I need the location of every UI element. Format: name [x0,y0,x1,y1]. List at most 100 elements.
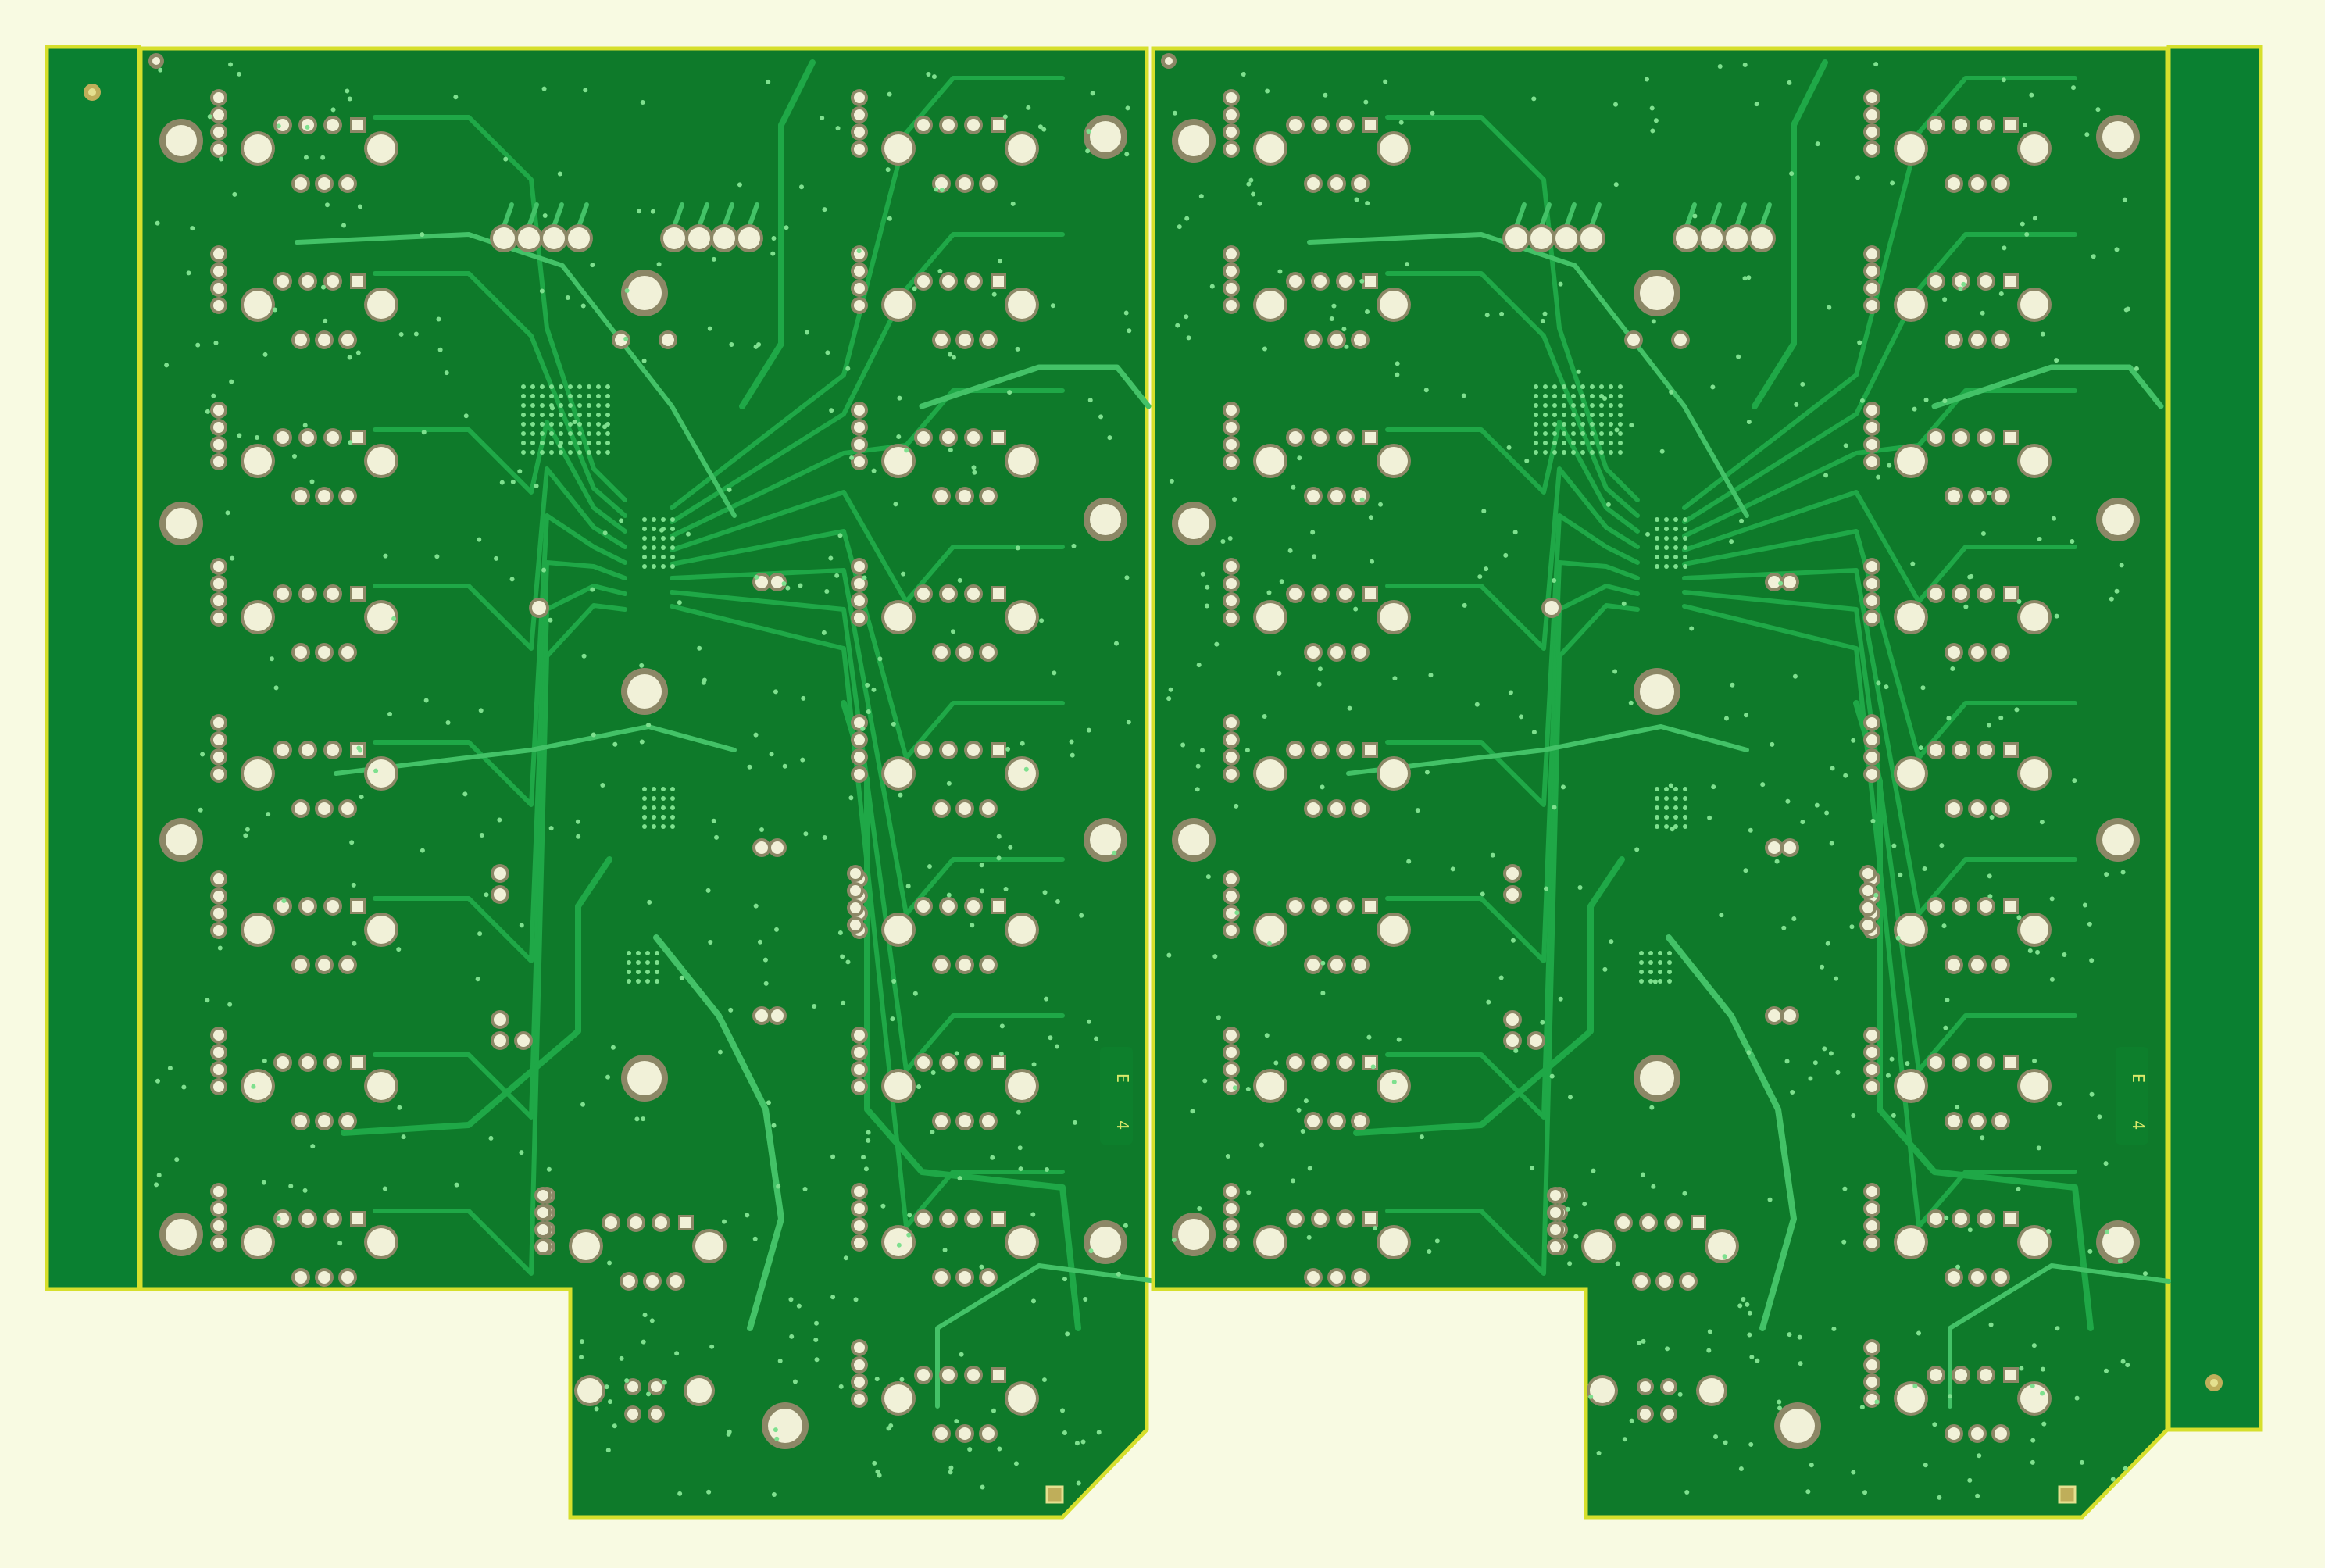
via-icon [521,413,526,417]
via-icon [1738,1466,1744,1472]
header-pin [851,280,868,297]
small-pad [491,1010,509,1029]
via-icon [1717,64,1723,70]
via-icon [652,564,656,569]
via-icon [320,155,326,160]
via-icon [1855,175,1861,180]
via-icon [587,394,591,398]
connector-pin [1311,116,1330,134]
pad-center [213,439,224,450]
pad-center [1980,588,1992,600]
via-icon [575,819,580,824]
via-icon [186,270,191,276]
pad-center [341,646,354,659]
via-icon [1605,502,1611,507]
via-icon [729,342,734,348]
pad-center [1339,119,1352,131]
pad-center [854,1030,865,1041]
tab-pad [1587,1375,1618,1406]
pad-center [277,900,289,913]
pad-center [244,134,272,163]
connector-side-pad [1894,444,1928,478]
connector-module [851,402,1039,505]
via-icon [577,441,582,445]
connector-pin [1977,584,1995,603]
via-icon [727,1429,732,1434]
pad-center [327,900,339,913]
via-icon [1876,474,1881,480]
connector-side-pad [1253,1225,1288,1259]
via-icon [1259,1142,1264,1148]
via-icon [639,739,645,745]
pad-center [1314,1056,1327,1069]
connector-pin [298,584,317,603]
via-icon [1005,746,1011,752]
via-icon [1241,71,1246,77]
via-icon [2040,1366,2045,1372]
via-icon [397,1105,402,1110]
pad-center [1226,144,1237,155]
header-pin [1223,1078,1240,1095]
via-icon [1030,1212,1036,1217]
via-icon [1673,555,1678,559]
pad-center [2005,432,2016,443]
via-icon [907,1213,912,1218]
via-icon [1730,682,1735,688]
via-icon [652,517,656,522]
pad-center [982,1271,995,1284]
small-pad [1503,885,1522,904]
hole-center [2102,121,2134,152]
pad-center [1330,802,1343,815]
connector-pad [1945,799,1963,818]
via-icon [1577,884,1583,890]
via-icon [1814,802,1820,808]
via-icon [702,677,707,683]
via-icon [605,403,610,408]
header-pin [1223,89,1240,106]
via-icon [205,409,210,414]
via-icon [548,617,553,623]
via-icon [838,930,843,935]
via-icon [1331,303,1337,309]
header-pin [1859,899,1877,916]
connector-side-pad [364,913,398,947]
pad-center [884,134,912,163]
connector-side-pad [1253,1069,1288,1103]
pad-center [1365,588,1376,599]
hole-center [166,125,197,156]
small-pad [1765,573,1784,591]
pad-center [1330,334,1343,346]
via-icon [2082,902,2088,908]
via-icon [1020,741,1025,746]
via-icon [1648,951,1653,955]
connector-module [1863,402,2052,505]
connector-side-pad [364,756,398,791]
header-pin [1223,436,1240,453]
pad-center [755,841,768,854]
via-icon [766,1100,771,1105]
connector-module [1863,558,2052,662]
connector-module [851,714,1039,818]
pad-center [662,334,674,346]
connector-side-pad [881,444,916,478]
connector-module [1223,402,1411,505]
via-icon [1071,543,1077,548]
via-icon [351,882,356,888]
via-icon [830,1295,836,1300]
connector-pad [338,955,357,974]
via-icon [1184,216,1190,221]
pad-center [935,802,948,815]
via-icon [670,796,675,801]
via-icon [1683,805,1688,810]
via-icon [670,805,675,810]
connector-pin [1977,116,1995,134]
connector-side-pad [1377,1069,1411,1103]
via-icon [1347,705,1352,711]
via-icon [1427,1248,1432,1254]
pad-center [1330,1115,1343,1127]
pad-center [1708,1232,1736,1260]
connector-pin [1977,428,1995,447]
connector-module [1223,558,1411,662]
pad-center [854,595,865,606]
header-pin [851,1200,868,1217]
